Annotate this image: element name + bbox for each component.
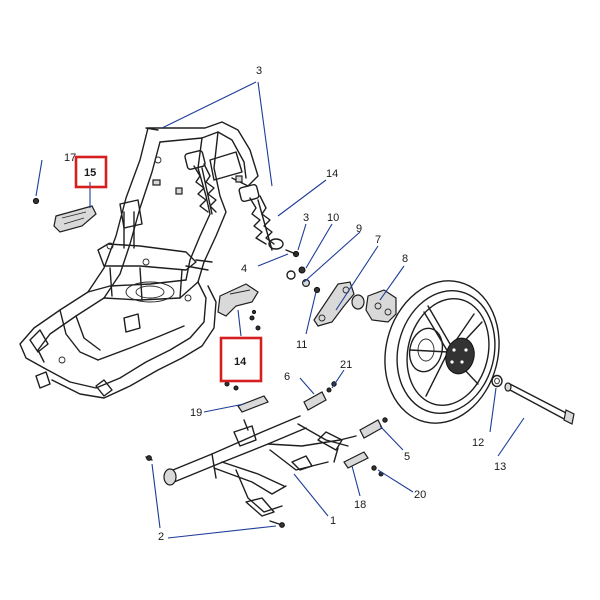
callout-3-top: 3 bbox=[256, 65, 262, 77]
part-7-caliper-bracket bbox=[313, 281, 355, 327]
part-2-bolts bbox=[145, 455, 285, 528]
callout-11: 11 bbox=[296, 339, 307, 351]
rear-wheel bbox=[384, 280, 500, 424]
highlight-callout-15[interactable]: 14 bbox=[219, 336, 263, 383]
callout-6: 6 bbox=[284, 371, 290, 383]
fasteners-mid bbox=[224, 249, 321, 391]
frame-small-parts bbox=[145, 127, 243, 195]
part-5-pin bbox=[359, 417, 388, 439]
part-13-rear-axle bbox=[504, 382, 575, 425]
leader-lines bbox=[35, 81, 525, 539]
callout-3-mid: 3 bbox=[303, 212, 309, 224]
part-6-pin bbox=[303, 381, 337, 411]
rear-shock-absorber-left bbox=[184, 149, 217, 215]
callout-7: 7 bbox=[375, 234, 381, 246]
part-20-bolt bbox=[371, 465, 384, 477]
callout-12: 12 bbox=[472, 437, 484, 449]
part-16-bracket bbox=[53, 205, 97, 233]
callout-17: 17 bbox=[64, 152, 76, 164]
callout-18: 18 bbox=[354, 499, 366, 511]
highlight-box-16 bbox=[74, 155, 108, 189]
callout-5: 5 bbox=[404, 451, 410, 463]
callout-9: 9 bbox=[356, 223, 362, 235]
callout-20: 20 bbox=[414, 489, 426, 501]
highlight-box-15 bbox=[219, 336, 263, 383]
callout-1: 1 bbox=[330, 515, 336, 527]
callout-14: 14 bbox=[326, 168, 338, 180]
callout-19: 19 bbox=[190, 407, 202, 419]
part-1-swingarm bbox=[163, 415, 357, 517]
part-12-spacer bbox=[491, 374, 503, 388]
part-17-screw bbox=[32, 197, 40, 205]
callout-21: 21 bbox=[340, 359, 352, 371]
rear-shock-absorber-right bbox=[238, 183, 284, 251]
callout-15: 14 bbox=[234, 356, 247, 368]
callout-8: 8 bbox=[402, 253, 408, 265]
highlight-callout-16[interactable]: 15 bbox=[74, 155, 108, 189]
callout-16: 15 bbox=[84, 167, 96, 179]
callout-4: 4 bbox=[241, 263, 247, 275]
part-19-plate bbox=[237, 395, 269, 413]
part-15-bracket bbox=[217, 283, 261, 331]
callout-13: 13 bbox=[494, 461, 506, 473]
frame-assembly bbox=[19, 121, 259, 399]
callout-2: 2 bbox=[158, 531, 164, 543]
part-8-brake-caliper bbox=[351, 289, 397, 323]
part-18-plate bbox=[343, 451, 369, 469]
callout-labels: 3 3 14 10 9 7 8 4 11 17 6 21 19 12 13 5 … bbox=[64, 65, 506, 543]
callout-10: 10 bbox=[327, 212, 339, 224]
